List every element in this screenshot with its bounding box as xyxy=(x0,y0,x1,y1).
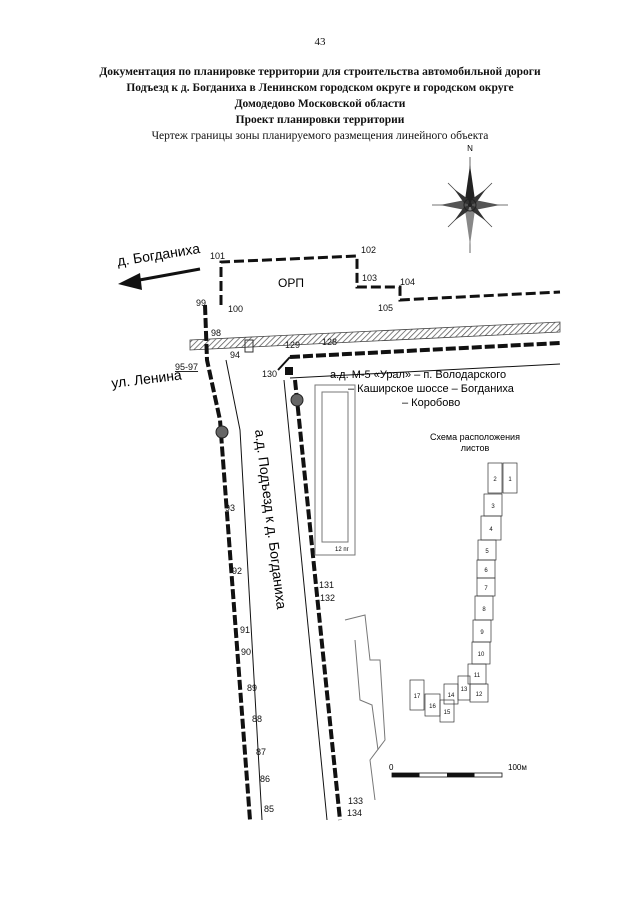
header-line-5: Чертеж границы зоны планируемого размеще… xyxy=(151,130,489,142)
sheet-box xyxy=(502,462,518,494)
sheet-number: 13 xyxy=(461,687,468,693)
point-label: 105 xyxy=(378,303,393,313)
point-label: 94 xyxy=(230,350,240,360)
sheet-box xyxy=(443,683,459,705)
orp-zone-label: ОРП xyxy=(278,276,304,290)
railway-strip xyxy=(189,321,561,351)
point-label: 99 xyxy=(196,298,206,308)
lot-label: 12 пг xyxy=(335,547,350,553)
m5-road-boundary xyxy=(289,341,561,359)
sheet-number: 5 xyxy=(485,549,489,555)
point-label: 129 xyxy=(285,340,300,350)
sheet-number: 2 xyxy=(493,477,497,483)
compass-rose-icon: N xyxy=(432,144,508,253)
point-label: 133 xyxy=(348,796,363,806)
scale-start: 0 xyxy=(389,763,394,772)
point-labels: 101 102 103 104 105 99 100 98 94 95-97 1… xyxy=(175,245,415,818)
point-label: 102 xyxy=(361,245,376,255)
point-label: 132 xyxy=(320,593,335,603)
point-label: 128 xyxy=(322,337,337,347)
sheet-number: 17 xyxy=(414,694,421,700)
sheet-number: 1 xyxy=(508,477,512,483)
sheet-box xyxy=(424,693,441,717)
sheet-number: 11 xyxy=(474,673,481,679)
sheet-scheme-title-1: Схема расположения xyxy=(430,432,520,442)
landmark-circle-icon xyxy=(215,425,229,439)
sheet-number: 3 xyxy=(491,504,495,510)
sheet-number: 16 xyxy=(429,704,436,710)
sheet-number: 8 xyxy=(482,607,486,613)
document-header: Документация по планировке территории дл… xyxy=(40,64,600,144)
main-road-label: а.д. Подъезд к д. Богданиха xyxy=(252,428,290,610)
sheet-number: 6 xyxy=(484,568,488,574)
point-label: 86 xyxy=(260,774,270,784)
sheet-box xyxy=(487,462,503,494)
scale-end: 100м xyxy=(508,763,527,772)
point-label: 103 xyxy=(362,273,377,283)
point-label: 89 xyxy=(247,683,257,693)
point-label: 85 xyxy=(264,804,274,814)
sheet-number: 12 xyxy=(476,692,483,698)
point-label: 131 xyxy=(319,580,334,590)
point-label: 130 xyxy=(262,369,277,379)
point-label: 92 xyxy=(232,566,242,576)
sheet-number: 7 xyxy=(484,586,488,592)
sheet-number: 4 xyxy=(489,527,493,533)
orp-zone-boundary xyxy=(219,254,561,305)
sheet-number: 9 xyxy=(480,630,484,636)
road-edge-right xyxy=(283,379,328,821)
junction-connector xyxy=(277,356,291,371)
sheet-scheme-title-2: листов xyxy=(461,443,490,453)
sheet-box xyxy=(409,679,425,711)
m5-road-label-3: – Коробово xyxy=(402,397,460,409)
point-label: 90 xyxy=(241,647,251,657)
m5-road-label-1: а.д. М-5 «Урал» – п. Володарского xyxy=(330,369,506,381)
header-line-1: Документация по планировке территории дл… xyxy=(99,66,541,78)
direction-label: д. Богданиха xyxy=(116,240,201,269)
direction-arrow-left-icon xyxy=(118,267,201,290)
small-building xyxy=(244,339,254,353)
street-lenina-label: ул. Ленина xyxy=(110,366,182,391)
point-label: 93 xyxy=(225,503,235,513)
point-label: 134 xyxy=(347,808,362,818)
header-line-3: Домодедово Московской области xyxy=(234,98,406,110)
header-line-2: Подъезд к д. Богданиха в Ленинском город… xyxy=(126,82,514,94)
m5-road-label-2: – Каширское шоссе – Богданиха xyxy=(348,383,515,395)
point-label: 91 xyxy=(240,625,250,635)
header-line-4: Проект планировки территории xyxy=(235,114,405,126)
landmark-circle-icon xyxy=(290,393,304,407)
point-label: 104 xyxy=(400,277,415,287)
junction-marker xyxy=(285,367,293,375)
point-label: 100 xyxy=(228,304,243,314)
right-boundary-line xyxy=(293,379,342,821)
page-number: 43 xyxy=(314,36,326,48)
site-plan-drawing: N д. Богданиха ОРП 12 пг ул. Ленина а.д.… xyxy=(110,144,561,821)
point-label: 95-97 xyxy=(175,362,198,372)
left-boundary-line xyxy=(203,304,252,821)
sheet-number: 10 xyxy=(478,652,485,658)
scale-bar: 0 100м xyxy=(389,763,527,778)
north-label: N xyxy=(467,144,473,153)
point-label: 98 xyxy=(211,328,221,338)
sheet-number: 15 xyxy=(444,710,451,716)
point-label: 101 xyxy=(210,251,225,261)
sheet-number: 14 xyxy=(448,693,455,699)
buildings-outline xyxy=(314,384,386,801)
m5-road-edge xyxy=(289,363,561,379)
point-label: 88 xyxy=(252,714,262,724)
point-label: 87 xyxy=(256,747,266,757)
road-edge-left xyxy=(225,359,263,821)
